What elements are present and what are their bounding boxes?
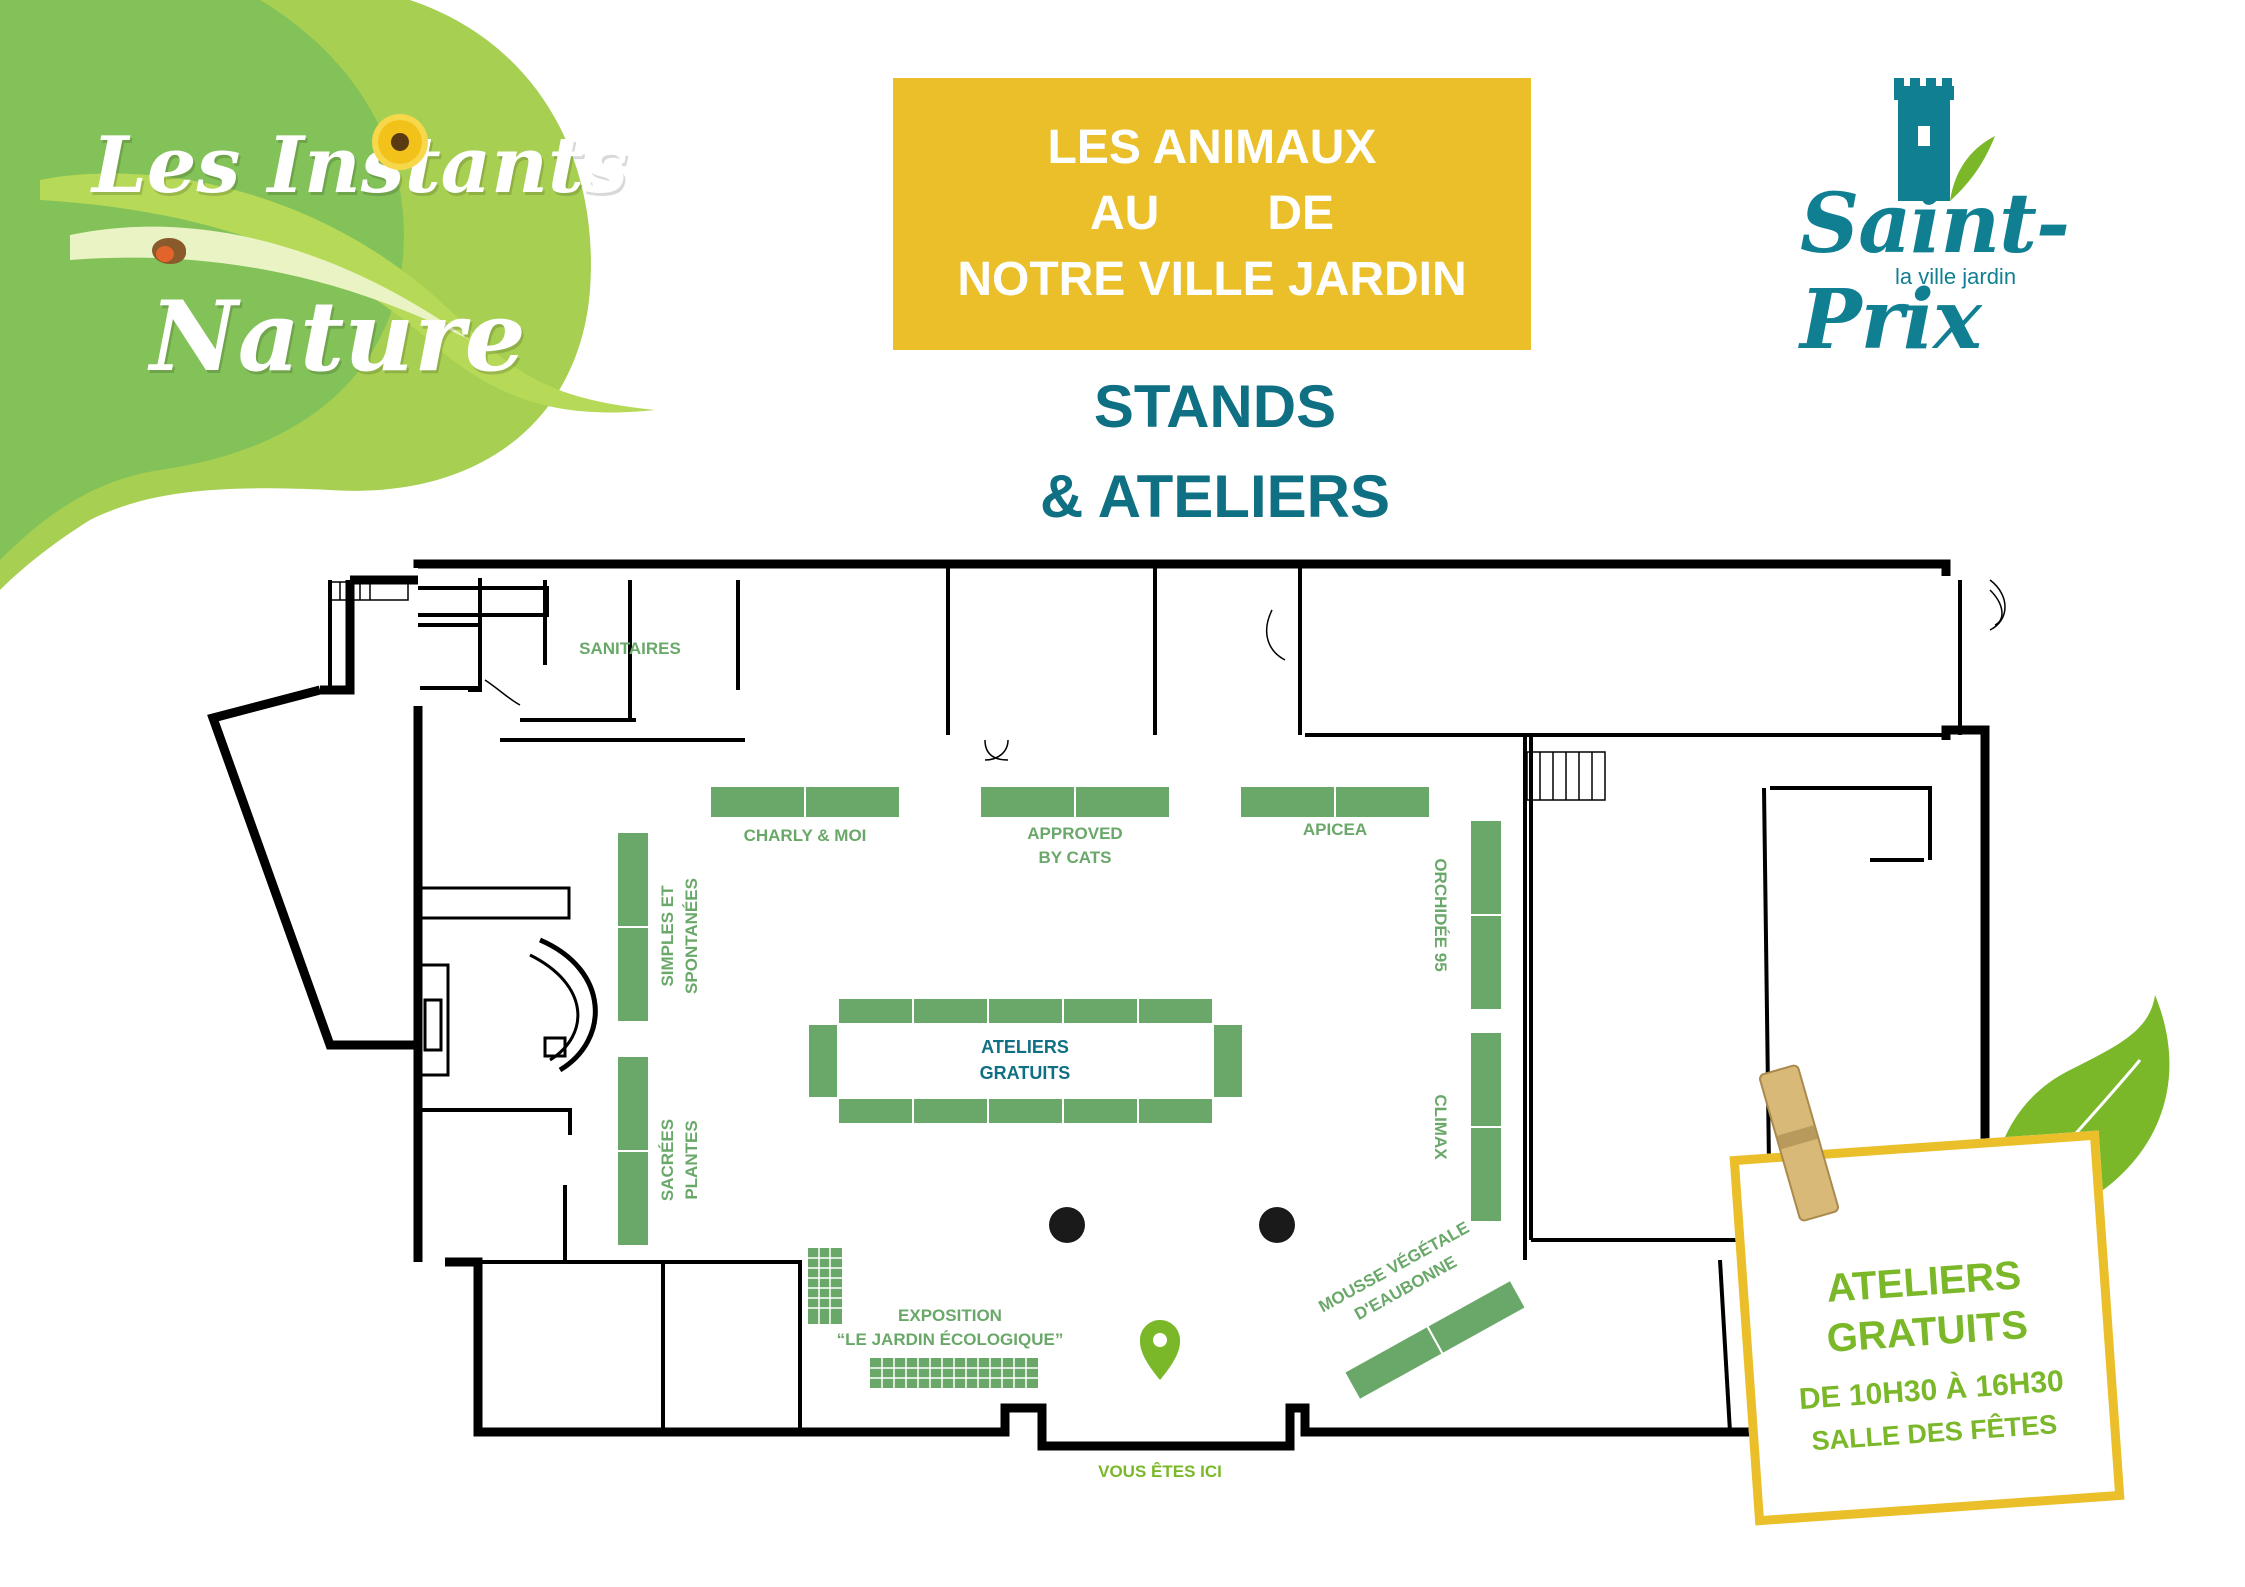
stand-label-approved: APPROVED BY CATS: [1000, 822, 1150, 870]
workshop-table: [912, 1097, 989, 1125]
workshop-table: [912, 997, 989, 1025]
event-logo: Les Instants Nature: [0, 0, 660, 590]
pillar: [1259, 1207, 1295, 1243]
town-logo: Saint-Prix la ville jardin: [1800, 76, 2200, 368]
banner-line-2-before: AU: [1089, 187, 1160, 240]
stand-table-sacrees: [616, 1055, 650, 1152]
exhibition-label-line1: EXPOSITION: [898, 1306, 1002, 1325]
banner-line-2: AU DE: [1090, 181, 1334, 247]
stand-table-orchidee: [1469, 914, 1503, 1011]
door-swings: [484, 579, 2006, 761]
workshop-label-line1: ATELIERS: [981, 1037, 1069, 1057]
stand-table-mousse: [1342, 1278, 1528, 1402]
workshop-table: [1137, 997, 1214, 1025]
workshop-table: [1212, 1023, 1244, 1099]
event-logo-line2: Nature: [150, 280, 526, 393]
stand-table-simples: [616, 926, 650, 1023]
stand-table-orchidee: [1469, 819, 1503, 916]
workshop-table: [987, 997, 1064, 1025]
event-logo-line1: Les Instants: [92, 120, 628, 211]
stand-label-sacrees: SACRÉES PLANTES: [656, 1085, 704, 1235]
workshop-table: [807, 1023, 839, 1099]
page-title-line1: STANDS: [1093, 373, 1337, 440]
stand-table-approved: [1074, 785, 1171, 819]
stand-label-simples: SIMPLES ET SPONTANÉES: [656, 861, 704, 1011]
stand-label-charly: CHARLY & MOI: [743, 826, 867, 845]
banner-line-1: LES ANIMAUX: [1047, 121, 1377, 174]
banner-line-2-after: DE: [1267, 187, 1334, 240]
kitchen-block: [417, 886, 598, 1077]
stand-label-sacrees-line2: PLANTES: [682, 1120, 701, 1200]
exhibition-panels: [808, 1248, 1038, 1388]
stand-table-climax: [1469, 1031, 1503, 1128]
exhibition-label-line2: “LE JARDIN ÉCOLOGIQUE”: [836, 1330, 1064, 1349]
stand-label-climax: CLIMAX: [1431, 1094, 1450, 1160]
leaf-logo-background: [0, 0, 655, 590]
stand-table-approved: [979, 785, 1076, 819]
stand-label-approved-line2: BY CATS: [1038, 848, 1112, 867]
banner-line-3: NOTRE VILLE JARDIN: [957, 253, 1467, 306]
workshop-table: [1062, 1097, 1139, 1125]
workshop-table: [1137, 1097, 1214, 1125]
page-title-line2: & ATELIERS: [1039, 463, 1390, 530]
robin-icon: [152, 238, 186, 264]
stand-table-simples: [616, 831, 650, 928]
info-note-text: ATELIERS GRATUITS DE 10H30 À 16H30 SALLE…: [1746, 1245, 2111, 1465]
stand-label-approved-line1: APPROVED: [1027, 824, 1123, 843]
you-are-here-label: VOUS ÊTES ICI: [1098, 1462, 1222, 1481]
stand-table-charly: [709, 785, 806, 819]
event-banner: LES ANIMAUX AU DE NOTRE VILLE JARDIN: [893, 78, 1531, 350]
workshop-table: [837, 1097, 914, 1125]
workshop-table: [987, 1097, 1064, 1125]
workshop-label-line2: GRATUITS: [979, 1063, 1071, 1083]
town-tagline: la ville jardin: [1895, 264, 2017, 289]
workshop-table: [837, 997, 914, 1025]
location-pin-icon: [1140, 1320, 1180, 1380]
info-note: ATELIERS GRATUITS DE 10H30 À 16H30 SALLE…: [1729, 1130, 2125, 1526]
tower-icon: [1894, 78, 1995, 201]
stand-label-apicea: APICEA: [1302, 820, 1368, 839]
stand-table-charly: [804, 785, 901, 819]
room-label-sanitaires: SANITAIRES: [579, 639, 681, 658]
exhibition-label: EXPOSITION “LE JARDIN ÉCOLOGIQUE”: [810, 1304, 1090, 1352]
stand-table-sacrees: [616, 1150, 650, 1247]
town-name: Saint-Prix: [1800, 176, 2070, 368]
stand-tables: [616, 785, 1528, 1402]
interior-walls: [328, 568, 1962, 1433]
stand-table-climax: [1469, 1126, 1503, 1223]
stairs: [329, 581, 1606, 801]
stand-table-apicea: [1334, 785, 1431, 819]
workshop-label: ATELIERS GRATUITS: [950, 1034, 1100, 1086]
stand-label-simples-line1: SIMPLES ET: [658, 885, 677, 987]
stand-table-apicea: [1239, 785, 1336, 819]
stand-label-orchidee: ORCHIDÉE 95: [1431, 858, 1450, 972]
stand-label-sacrees-line1: SACRÉES: [658, 1118, 677, 1202]
stand-label-simples-line2: SPONTANÉES: [682, 878, 701, 994]
sunflower-icon: [378, 120, 422, 164]
pillar: [1049, 1207, 1085, 1243]
workshop-table: [1062, 997, 1139, 1025]
